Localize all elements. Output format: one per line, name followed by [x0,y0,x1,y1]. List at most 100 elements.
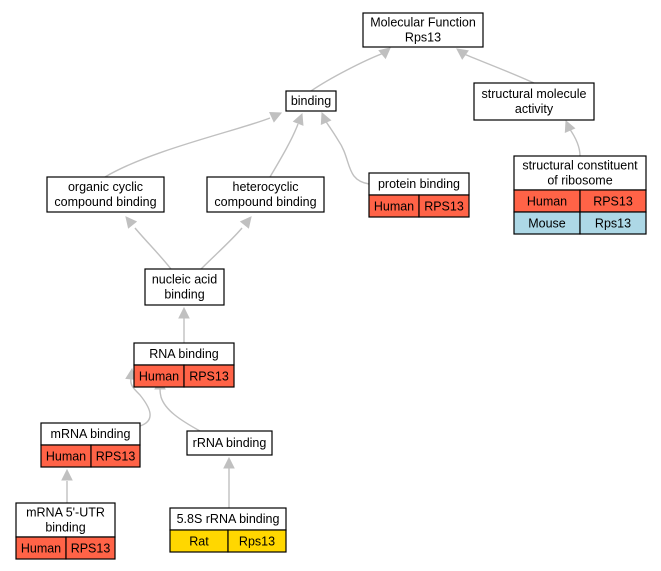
species-cell: Human [527,195,567,209]
species-cell: Mouse [528,217,566,231]
edge-arrowhead [292,112,304,126]
edge-hcb-to-binding [269,112,304,178]
term-label: compound binding [54,195,156,209]
term-label: binding [164,288,204,302]
go-term-rrnab[interactable]: rRNA binding [186,430,273,456]
edge-line [104,117,271,178]
annotation-row: Human RPS13 [15,536,116,560]
term-box [206,176,325,213]
edge-utr-to-mrnab [61,468,73,503]
term-label: of ribosome [547,174,612,188]
edge-nab-to-hcb [200,216,252,270]
edge-line [568,127,581,157]
annotation-row: Human RPS13 [513,189,647,213]
edge-arrowhead [320,111,332,125]
term-label: Molecular Function [370,16,476,30]
term-box [362,12,484,48]
gene-cell-bg [90,444,141,468]
edge-r58s-to-rrnab [223,456,235,509]
term-box [186,430,273,456]
term-box [144,268,225,306]
edge-arrowhead [61,468,73,481]
edge-line [310,52,385,92]
edge-nab-to-ocb [125,216,172,270]
edge-arrowhead [456,48,469,60]
gene-cell-bg [65,536,116,560]
edge-arrowhead [223,456,235,469]
gene-cell-bg [227,529,287,553]
annotation-row: Human RPS13 [133,364,235,388]
term-box [285,90,337,112]
gene-cell: RPS13 [96,450,136,464]
edge-line [134,227,172,270]
edge-arrowhead [378,47,391,60]
edge-ocb-to-binding [104,112,283,178]
edge-layer [61,47,581,509]
gene-cell: RPS13 [424,200,464,214]
gene-cell-bg [579,211,647,235]
term-box [46,176,165,213]
gene-cell: RPS13 [593,195,633,209]
gene-cell-bg [183,364,235,388]
species-cell: Human [374,200,414,214]
edge-arrowhead [178,306,190,319]
edge-arrowhead [564,119,576,133]
gene-cell-bg [418,194,470,218]
term-label: organic cyclic [68,180,143,194]
gene-cell: RPS13 [189,370,229,384]
annotation-row: Human RPS13 [40,444,141,468]
gene-cell: Rps13 [595,217,631,231]
edge-line [130,378,151,427]
edge-sma-to-mf [456,48,535,84]
edge-line [200,227,243,270]
term-box [473,82,595,121]
species-cell: Human [21,542,61,556]
edge-rnab-to-nab [178,306,190,343]
term-box [15,502,116,538]
edge-arrowhead [269,112,283,123]
term-label: Rps13 [405,31,441,45]
species-cell: Rat [189,535,209,549]
edge-line [159,388,201,432]
term-label: mRNA binding [51,427,131,441]
term-label: rRNA binding [193,436,267,450]
gene-cell: Rps13 [239,535,275,549]
term-label: mRNA 5'-UTR [26,506,105,520]
term-label: binding [291,94,331,108]
gene-cell: RPS13 [71,542,111,556]
term-label: protein binding [378,177,460,191]
term-label: activity [515,102,554,116]
annotation-row: Human RPS13 [368,194,470,218]
term-label: heterocyclic [233,180,299,194]
edge-scr-to-sma [564,119,581,157]
species-cell: Human [46,450,86,464]
annotation-row: Rat Rps13 [169,529,287,553]
term-box [513,155,647,191]
term-label: RNA binding [149,347,219,361]
edge-line [463,53,535,84]
species-cell: Human [139,370,179,384]
edge-line [324,119,370,185]
edge-pb-to-binding [320,111,370,185]
term-label: structural molecule [482,87,587,101]
annotation-row: Mouse Rps13 [513,211,647,235]
term-label: structural constituent [522,159,638,173]
edge-arrowhead [125,216,138,229]
edge-line [269,123,299,178]
edge-arrowhead [239,216,252,229]
go-term-binding[interactable]: binding [285,90,337,112]
edge-binding-to-mf [310,47,391,92]
